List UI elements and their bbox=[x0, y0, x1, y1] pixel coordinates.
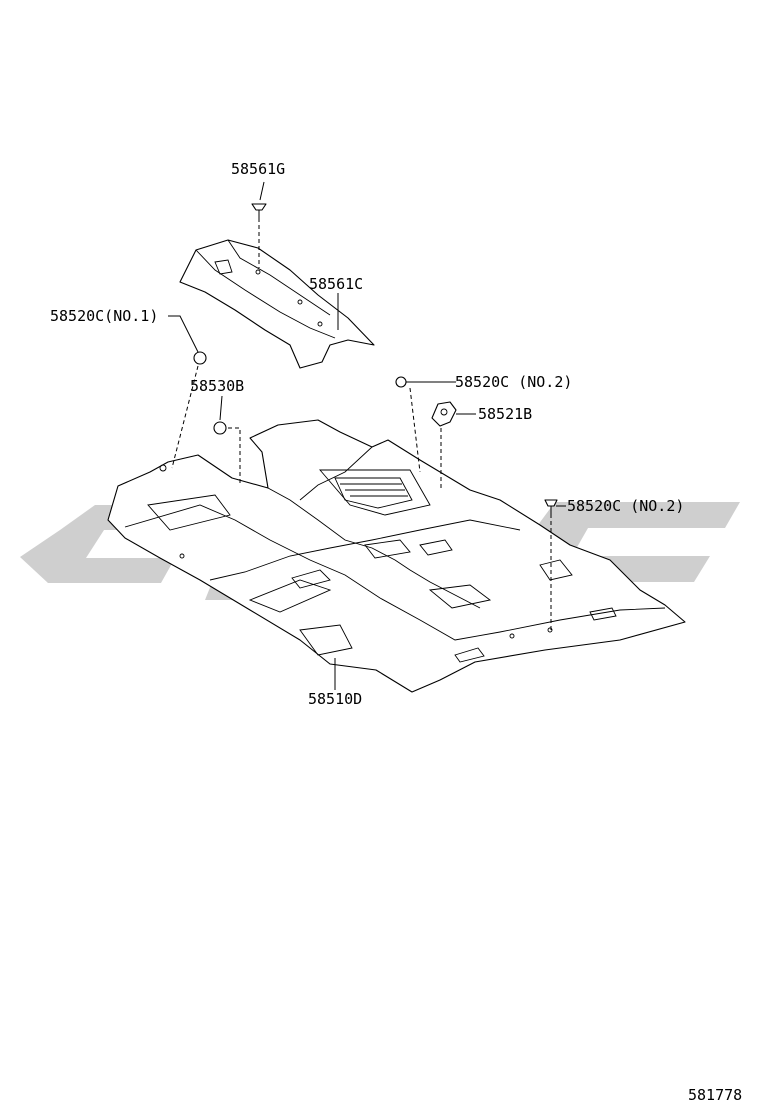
clip-58520C-no1 bbox=[193, 351, 207, 365]
clip-58520C-no2-right bbox=[544, 499, 558, 514]
label-58561G: 58561G bbox=[231, 160, 285, 178]
label-58521B: 58521B bbox=[478, 405, 532, 423]
label-58510D: 58510D bbox=[308, 690, 362, 708]
label-58561C: 58561C bbox=[309, 275, 363, 293]
label-58520C-no2-top: 58520C (NO.2) bbox=[455, 373, 572, 391]
clip-58561G bbox=[251, 203, 267, 218]
clip-58530B bbox=[213, 421, 227, 435]
floor-carpet-58510D bbox=[107, 419, 686, 693]
insulator-58561C bbox=[179, 239, 375, 369]
label-58520C-no1: 58520C(NO.1) bbox=[50, 307, 158, 325]
figure-number: 581778 bbox=[688, 1086, 742, 1104]
label-58530B: 58530B bbox=[190, 377, 244, 395]
clip-58521B bbox=[431, 401, 457, 427]
install-lines bbox=[171, 218, 552, 632]
leader-lines bbox=[168, 181, 566, 690]
label-58520C-no2-right: 58520C (NO.2) bbox=[567, 497, 684, 515]
clip-58520C-no2-top bbox=[395, 376, 407, 388]
